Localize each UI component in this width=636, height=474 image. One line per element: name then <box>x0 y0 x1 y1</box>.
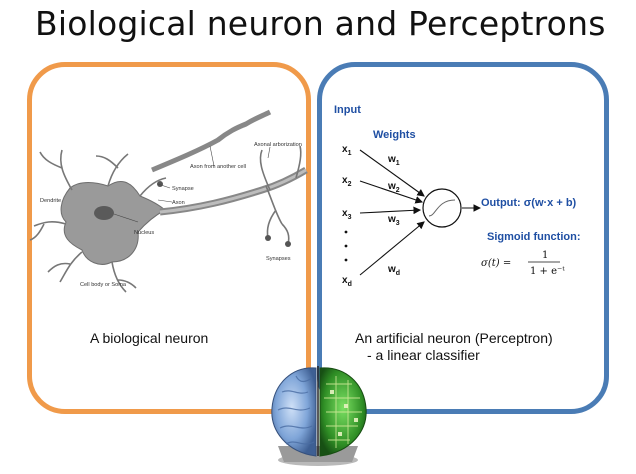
input-x3: x3 <box>342 208 352 221</box>
weight-w2: w2 <box>387 181 400 194</box>
biological-neuron-caption: A biological neuron <box>90 330 209 346</box>
sigmoid-formula-numerator: 1 <box>542 250 548 261</box>
sigmoid-formula-lhs: σ(t) = <box>481 258 511 269</box>
label-axon-from-another-cell: Axon from another cell <box>190 164 246 170</box>
perceptron-caption-line1: An artificial neuron (Perceptron) <box>355 330 553 346</box>
sigmoid-curve-icon <box>428 199 456 217</box>
input-xd: xd <box>342 275 352 288</box>
sigmoid-label: Sigmoid function: <box>487 231 580 243</box>
output-label: Output: σ(w·x + b) <box>481 197 577 209</box>
perceptron-panel <box>317 62 609 414</box>
nucleus-shape <box>94 206 114 220</box>
sigmoid-formula-denominator: 1 + e⁻ᵗ <box>530 266 565 277</box>
neuron-node <box>422 188 462 228</box>
weights-label: Weights <box>373 129 416 141</box>
weight-w1: w1 <box>387 154 400 167</box>
perceptron-caption-line2: - a linear classifier <box>367 347 480 363</box>
weight-wd: wd <box>387 264 400 277</box>
input-x2: x2 <box>342 175 352 188</box>
ellipsis-dots <box>344 230 348 262</box>
label-dendrite: Dendrite <box>40 198 61 204</box>
label-synapses: Synapses <box>266 256 291 262</box>
input-label: Input <box>334 104 361 116</box>
label-synapse: Synapse <box>172 186 194 192</box>
slide-title: Biological neuron and Perceptrons <box>35 4 606 43</box>
input-x1: x1 <box>342 144 352 157</box>
weight-w3: w3 <box>387 214 400 227</box>
label-cell-body: Cell body or Soma <box>80 282 127 288</box>
label-axon: Axon <box>172 200 185 206</box>
label-axonal-arborization: Axonal arborization <box>254 142 302 148</box>
arrow-w1 <box>359 149 425 197</box>
arrow-wd <box>359 221 425 276</box>
arrow-w3 <box>359 206 422 215</box>
label-nucleus: Nucleus <box>134 230 154 236</box>
arrow-w2 <box>359 180 424 204</box>
